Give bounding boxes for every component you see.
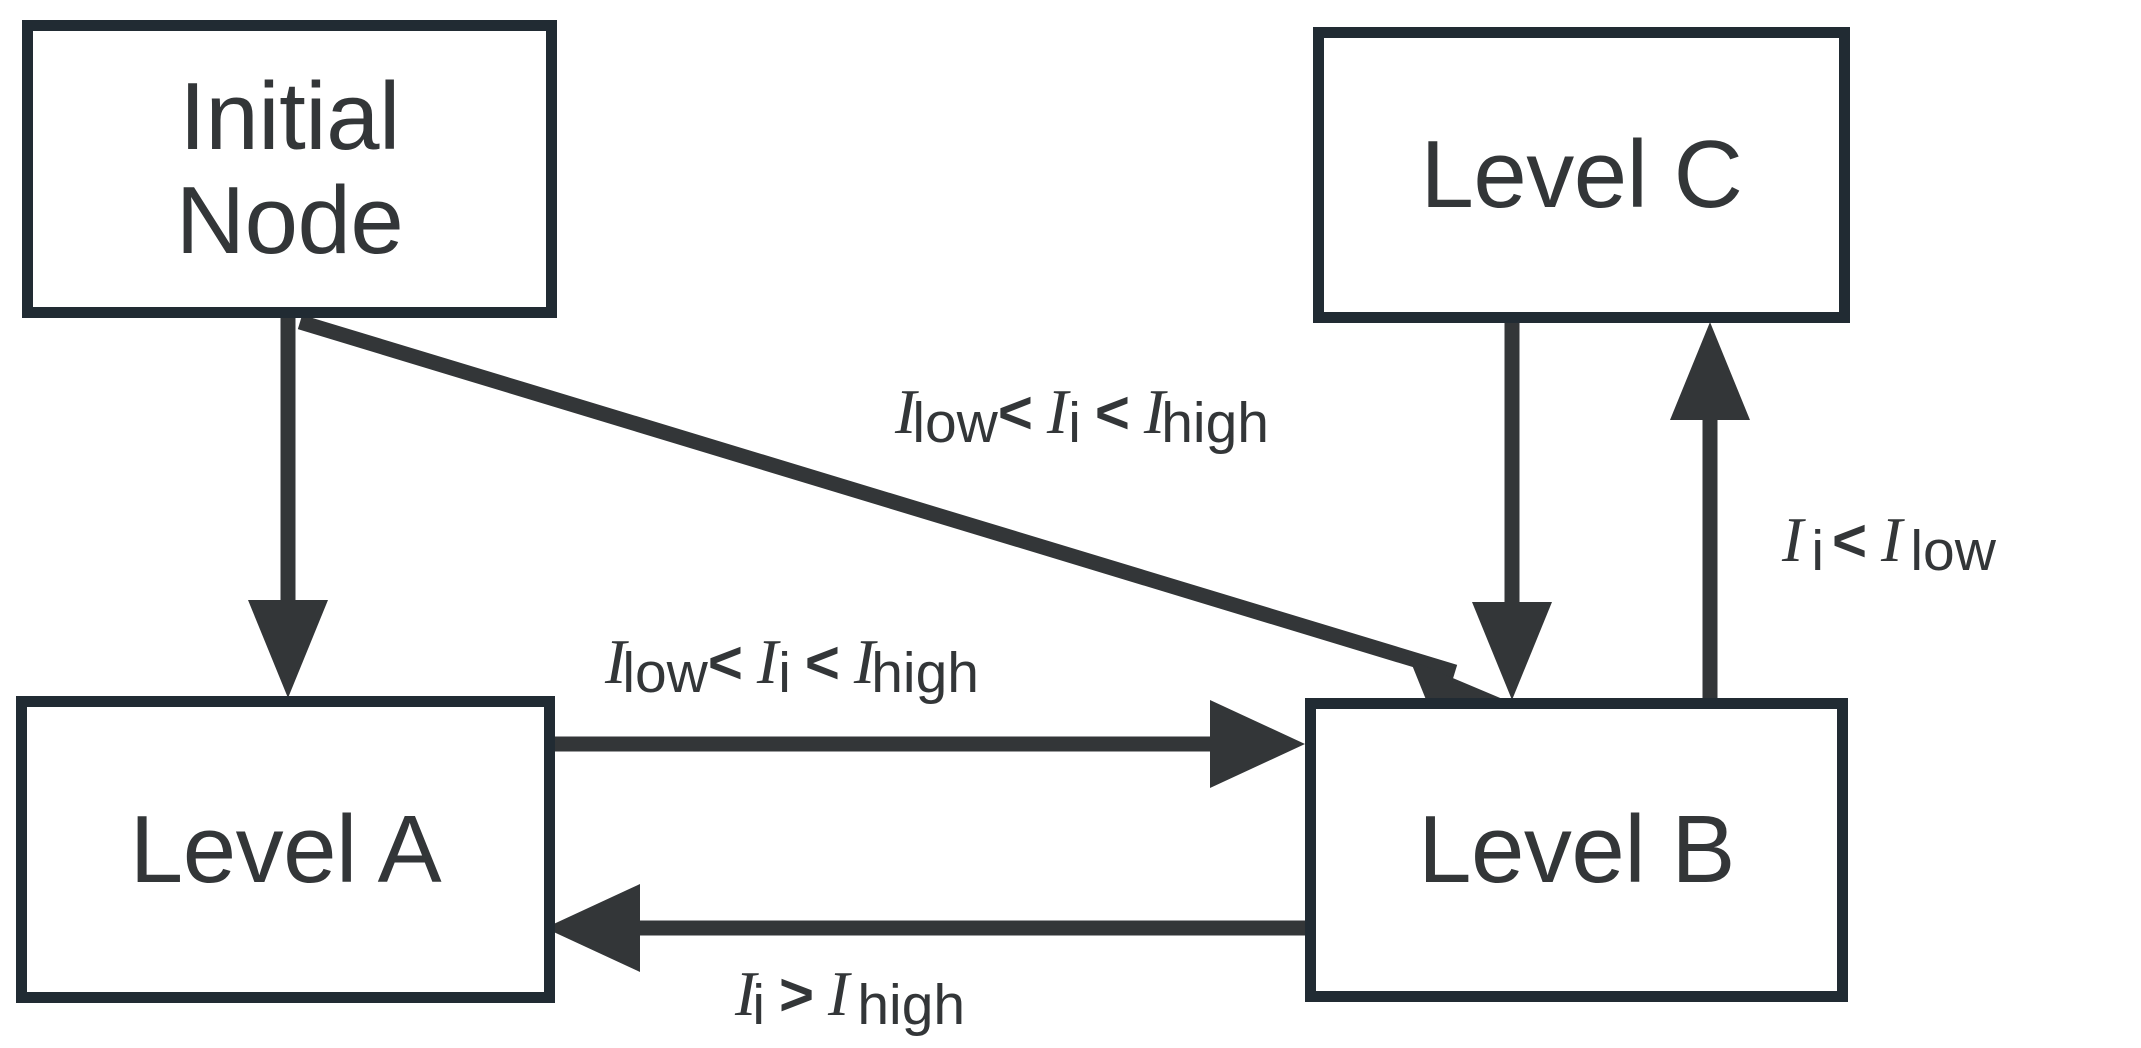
subscript-high: high [871,641,979,706]
node-level-b[interactable]: Level B [1305,698,1848,1002]
subscript-i: i [752,973,765,1038]
symbol-current: I [735,958,757,1029]
symbol-current: I [1143,376,1166,447]
subscript-low: low [622,641,708,706]
symbol-current: I [1782,504,1804,575]
edge-level-b-to-level-a [545,884,1305,972]
node-level-a[interactable]: Level A [16,696,555,1003]
node-level-c-label: Level C [1420,121,1744,229]
node-initial-label: Initial Node [175,63,404,274]
subscript-i: i [1811,519,1824,584]
edge-level-b-to-level-c [1670,322,1750,700]
symbol-current: I [1881,504,1903,575]
symbol-current: I [605,626,627,697]
subscript-i: i [778,641,791,706]
subscript-low: low [1910,519,1996,584]
subscript-high: high [857,973,966,1038]
symbol-current: I [756,626,779,697]
symbol-current: I [828,958,850,1029]
edge-level-c-to-level-b [1472,323,1552,700]
subscript-high: high [1161,391,1269,456]
edge-label-initial-to-level-b: Ilow<Ii<Ihigh [895,380,1269,452]
symbol-current: I [895,376,917,447]
edge-initial-to-level-a [248,318,328,698]
edge-level-a-to-level-b [555,700,1305,788]
edge-label-level-a-to-level-b: Ilow<Ii<Ihigh [605,630,979,702]
symbol-current: I [1046,376,1069,447]
symbol-current: I [853,626,876,697]
operator-less-than: < [707,629,743,696]
operator-less-than: < [1094,379,1130,446]
node-level-b-label: Level B [1418,796,1735,904]
node-initial[interactable]: Initial Node [22,20,557,318]
node-level-c[interactable]: Level C [1313,27,1850,323]
subscript-i: i [1068,391,1081,456]
node-level-a-label: Level A [129,795,442,903]
operator-less-than: < [804,629,840,696]
operator-less-than: < [1831,507,1868,574]
subscript-low: low [912,391,998,456]
operator-less-than: < [997,379,1033,446]
operator-greater-than: > [778,961,815,1028]
